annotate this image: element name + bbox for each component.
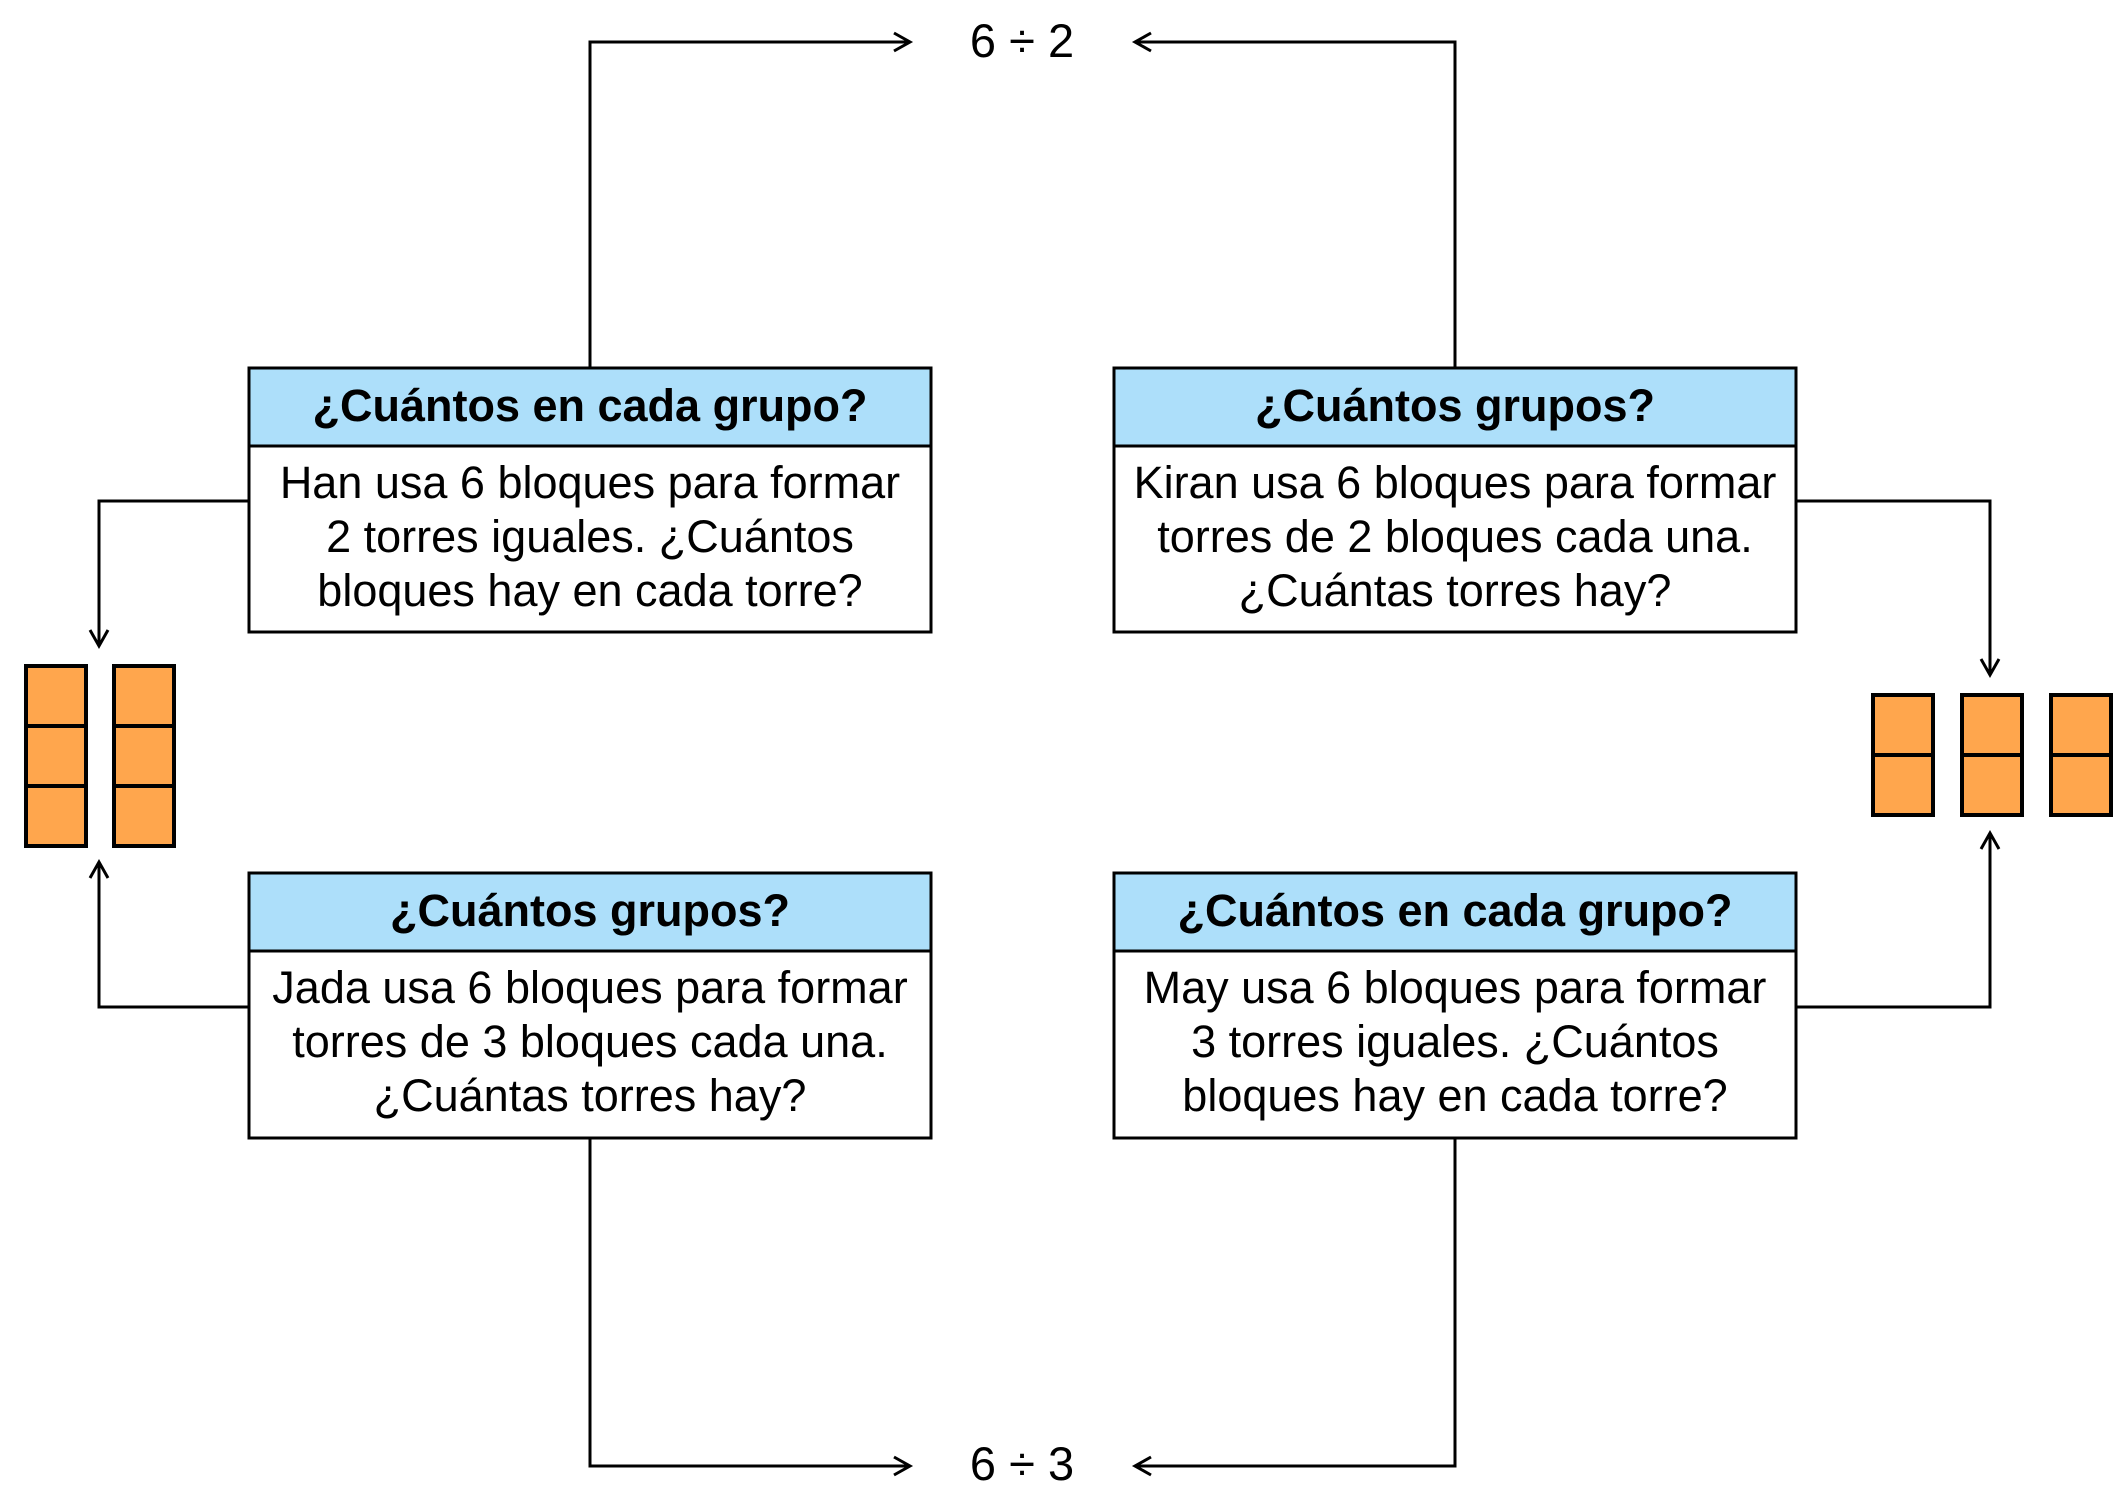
card-may-line-2: 3 torres iguales. ¿Cuántos bbox=[1191, 1016, 1719, 1067]
card-may-line-3: bloques hay en cada torre? bbox=[1182, 1070, 1727, 1121]
card-han-header-box bbox=[247, 366, 933, 448]
expression-top: 6 ÷ 2 bbox=[970, 14, 1074, 67]
connector-may-to-right-towers bbox=[1796, 835, 1992, 1009]
connector-may-to-bottom-expression bbox=[1137, 1138, 1457, 1468]
towers-right-three-towers-of-two bbox=[1871, 693, 2113, 817]
connectors bbox=[88, 31, 2001, 1477]
block-left-tower-2-3 bbox=[112, 784, 176, 848]
card-han: ¿Cuántos en cada grupo? Han usa 6 bloque… bbox=[247, 366, 933, 634]
block-right-tower-3-1 bbox=[2049, 693, 2113, 757]
arrowhead-may-right bbox=[1979, 829, 2001, 850]
connector-kiran-to-right-towers bbox=[1796, 499, 1992, 673]
arrowhead-han-top bbox=[893, 31, 914, 53]
connector-kiran-to-top-expression bbox=[1137, 40, 1457, 368]
connector-jada-to-left-towers bbox=[97, 864, 249, 1009]
block-left-tower-1-3 bbox=[24, 784, 88, 848]
arrowhead-kiran-top bbox=[1131, 31, 1152, 53]
card-jada-line-2: torres de 3 bloques cada una. bbox=[292, 1016, 887, 1067]
card-han-line-1: Han usa 6 bloques para formar bbox=[280, 457, 900, 508]
block-right-tower-2-1 bbox=[1960, 693, 2024, 757]
arrowhead-han-left bbox=[88, 629, 110, 650]
block-left-tower-2-1 bbox=[112, 664, 176, 728]
card-may-header: ¿Cuántos en cada grupo? bbox=[1177, 885, 1732, 936]
block-right-tower-1-2 bbox=[1871, 753, 1935, 817]
connector-jada-to-bottom-expression bbox=[588, 1138, 908, 1468]
expression-bottom: 6 ÷ 3 bbox=[970, 1437, 1074, 1490]
card-jada: ¿Cuántos grupos? Jada usa 6 bloques para… bbox=[247, 871, 933, 1140]
card-han-header: ¿Cuántos en cada grupo? bbox=[312, 380, 867, 431]
arrowhead-may-bottom bbox=[1131, 1455, 1152, 1477]
card-jada-header: ¿Cuántos grupos? bbox=[390, 885, 790, 936]
card-jada-line-1: Jada usa 6 bloques para formar bbox=[272, 962, 907, 1013]
card-han-line-3: bloques hay en cada torre? bbox=[317, 565, 862, 616]
arrowhead-jada-left bbox=[88, 858, 110, 879]
card-may-header-box bbox=[1112, 871, 1798, 953]
block-left-tower-2-2 bbox=[112, 724, 176, 788]
block-right-tower-3-2 bbox=[2049, 753, 2113, 817]
block-left-tower-1-1 bbox=[24, 664, 88, 728]
card-han-line-2: 2 torres iguales. ¿Cuántos bbox=[326, 511, 854, 562]
block-right-tower-1-1 bbox=[1871, 693, 1935, 757]
arrowhead-kiran-right bbox=[1979, 658, 2001, 679]
card-may-line-1: May usa 6 bloques para formar bbox=[1144, 962, 1767, 1013]
card-jada-body-box bbox=[247, 949, 933, 1140]
card-kiran: ¿Cuántos grupos? Kiran usa 6 bloques par… bbox=[1112, 366, 1798, 634]
card-kiran-line-2: torres de 2 bloques cada una. bbox=[1157, 511, 1752, 562]
card-jada-header-box bbox=[247, 871, 933, 953]
card-kiran-header: ¿Cuántos grupos? bbox=[1255, 380, 1655, 431]
card-kiran-line-3: ¿Cuántas torres hay? bbox=[1239, 565, 1672, 616]
card-kiran-line-1: Kiran usa 6 bloques para formar bbox=[1134, 457, 1777, 508]
card-kiran-body-box bbox=[1112, 444, 1798, 634]
connector-han-to-top-expression bbox=[588, 40, 908, 368]
block-right-tower-2-2 bbox=[1960, 753, 2024, 817]
card-kiran-header-box bbox=[1112, 366, 1798, 448]
card-may: ¿Cuántos en cada grupo? May usa 6 bloque… bbox=[1112, 871, 1798, 1140]
block-left-tower-1-2 bbox=[24, 724, 88, 788]
card-han-body-box bbox=[247, 444, 933, 634]
connector-han-to-left-towers bbox=[97, 499, 249, 644]
card-jada-line-3: ¿Cuántas torres hay? bbox=[374, 1070, 807, 1121]
towers-left-two-towers-of-three bbox=[24, 664, 176, 848]
arrowhead-jada-bottom bbox=[893, 1455, 914, 1477]
card-may-body-box bbox=[1112, 949, 1798, 1140]
